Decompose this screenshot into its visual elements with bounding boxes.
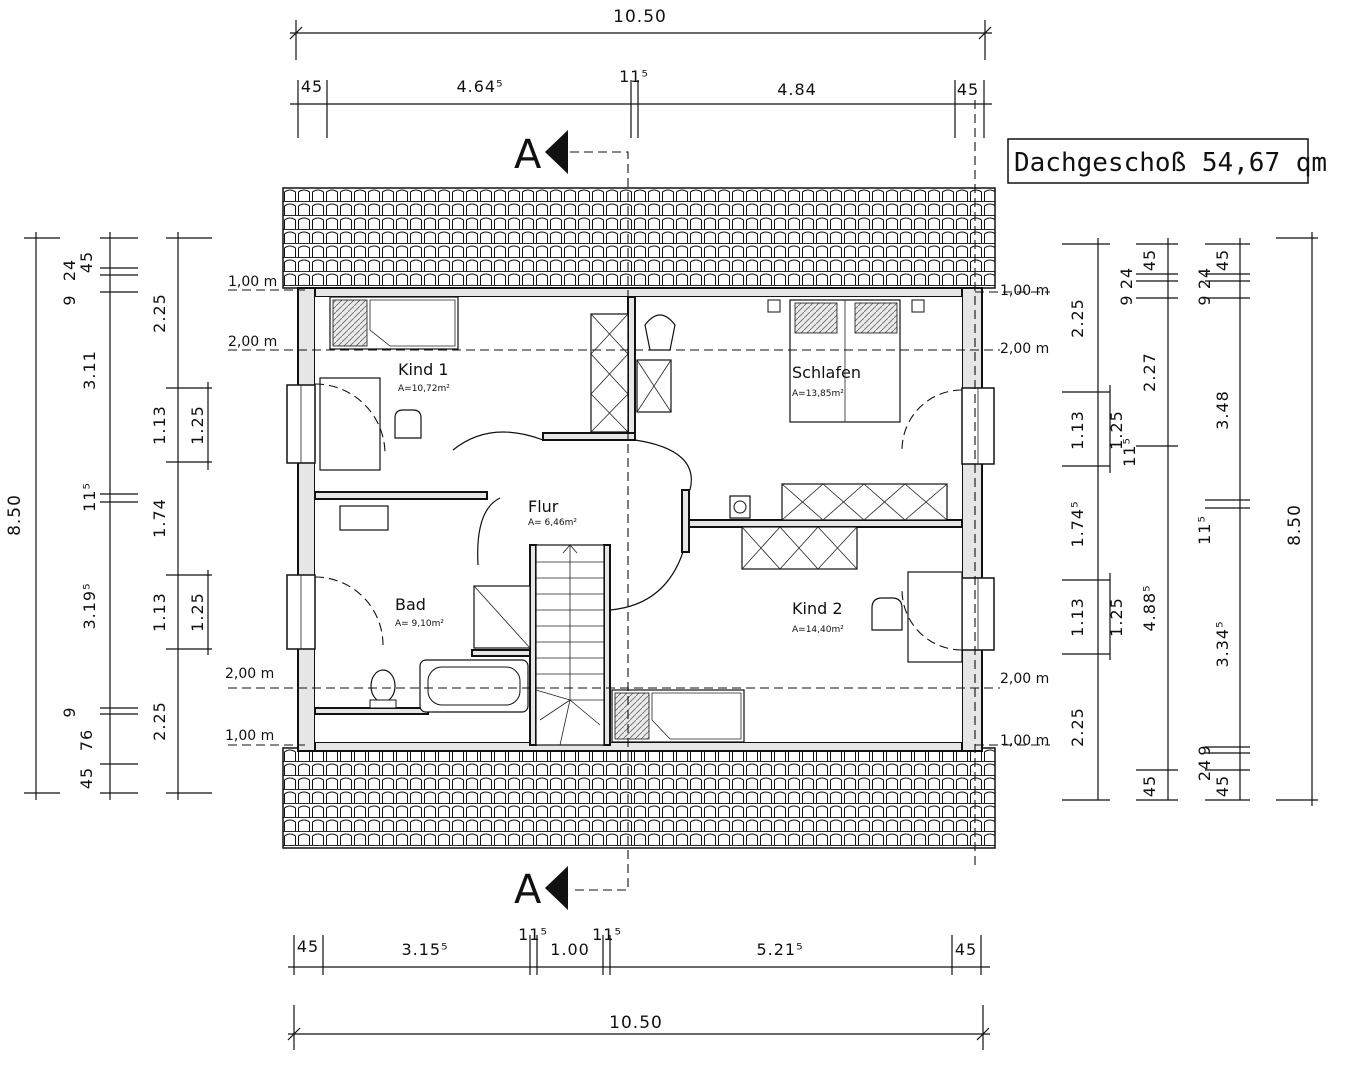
staircase: [535, 544, 605, 746]
dim-left-total: 8.50: [5, 494, 25, 536]
dim-left-col1: 11⁵: [80, 482, 99, 512]
dim-left-col3: 1.25: [188, 592, 207, 632]
dimension-bottom: 45 3.15⁵ 11⁵ 1.00 11⁵ 5.21⁵ 45 10.50: [287, 925, 990, 1050]
dim-right-col4: 45: [1213, 775, 1232, 797]
dim-bottom-part: 1.00: [550, 940, 590, 959]
room-labels: Kind 1 A=10,72m² Schlafen A=13,85m² Flur…: [395, 360, 861, 635]
dim-top-part: 4.64⁵: [456, 77, 503, 96]
dim-bottom-part: 3.15⁵: [401, 940, 448, 959]
room-area-flur: A= 6,46m²: [528, 518, 577, 528]
roof-tiles: [282, 187, 996, 849]
dimension-left: 8.50 45 9 24 3.11 11⁵ 3.19⁵ 9 76 45 2.25…: [5, 232, 212, 800]
dim-right-col4: 3.48: [1213, 390, 1232, 430]
room-area-kind1: A=10,72m²: [398, 384, 450, 394]
dim-left-col1: 24: [60, 259, 79, 281]
dim-right-col3: 45: [1140, 775, 1159, 797]
room-area-bad: A= 9,10m²: [395, 619, 444, 629]
dim-right-col4: 11⁵: [1195, 515, 1214, 545]
dimension-top: 10.50 45 4.64⁵ 11⁵ 4.84 45: [289, 7, 992, 138]
dim-right-col2: 11⁵: [1120, 437, 1139, 467]
dim-right-col4: 3.34⁵: [1213, 620, 1232, 667]
dim-right-total: 8.50: [1285, 504, 1305, 546]
dim-left-col2: 1.13: [150, 405, 169, 445]
room-name-bad: Bad: [395, 595, 426, 614]
level-label: 2,00 m: [228, 334, 277, 350]
level-label: 2,00 m: [1000, 341, 1049, 357]
dim-right-col2: 1.25: [1107, 410, 1126, 450]
section-label-top: A: [514, 132, 542, 178]
section-label-bottom: A: [514, 867, 542, 913]
dim-bottom-part: 5.21⁵: [756, 940, 803, 959]
dim-top-part: 45: [301, 77, 323, 96]
dim-left-col2: 2.25: [150, 293, 169, 333]
dim-left-col1: 45: [77, 767, 96, 789]
floor-title: Dachgeschoß 54,67 qm: [1014, 148, 1327, 178]
dim-left-col1: 45: [77, 251, 96, 273]
level-label: 1,00 m: [1000, 283, 1049, 299]
dim-right-col3: 24: [1117, 267, 1136, 289]
dim-bottom-total: 10.50: [609, 1013, 663, 1033]
dim-right-col1: 2.25: [1068, 298, 1087, 338]
dim-right-col4: 45: [1213, 249, 1232, 271]
dim-top-part: 4.84: [777, 80, 817, 99]
dim-left-col2: 1.74: [150, 498, 169, 538]
room-area-schlafen: A=13,85m²: [792, 389, 844, 399]
level-label: 1,00 m: [225, 728, 274, 744]
dim-right-col4: 9: [1195, 744, 1214, 755]
level-label: 2,00 m: [225, 666, 274, 682]
dimension-right: 2.25 1.13 1.74⁵ 1.13 2.25 1.25 11⁵ 1.25 …: [1062, 232, 1318, 806]
dim-right-col4: 24: [1195, 759, 1214, 781]
dim-right-col1: 1.13: [1068, 597, 1087, 637]
dim-bottom-part: 11⁵: [518, 925, 548, 944]
dim-right-col1: 1.74⁵: [1068, 500, 1087, 547]
level-label: 2,00 m: [1000, 671, 1049, 687]
level-label: 1,00 m: [228, 274, 277, 290]
dim-left-col1: 9: [60, 294, 79, 305]
level-lines: 1,00 m 2,00 m 2,00 m 1,00 m 1,00 m 2,00 …: [225, 274, 1050, 749]
dim-left-col1: 3.19⁵: [80, 582, 99, 629]
dim-right-col3: 2.27: [1140, 352, 1159, 392]
dim-right-col1: 1.13: [1068, 410, 1087, 450]
dim-left-col1: 76: [77, 729, 96, 751]
dim-right-col2: 1.25: [1107, 597, 1126, 637]
dim-left-col2: 1.13: [150, 592, 169, 632]
room-name-kind2: Kind 2: [792, 599, 843, 618]
dim-bottom-part: 45: [955, 940, 977, 959]
room-name-kind1: Kind 1: [398, 360, 449, 379]
title-box: Dachgeschoß 54,67 qm: [1007, 138, 1327, 184]
dim-right-col3: 45: [1140, 249, 1159, 271]
dim-left-col1: 9: [60, 706, 79, 717]
door-swings: [314, 383, 963, 651]
dim-top-part: 45: [957, 80, 979, 99]
dim-right-col4: 9: [1195, 294, 1214, 305]
dim-bottom-part: 11⁵: [592, 925, 622, 944]
section-line-a: A A: [514, 100, 976, 913]
dim-left-col3: 1.25: [188, 405, 207, 445]
room-name-flur: Flur: [528, 497, 559, 516]
dim-right-col1: 2.25: [1068, 707, 1087, 747]
dim-right-col3: 4.88⁵: [1140, 584, 1159, 631]
dim-right-col4: 24: [1195, 267, 1214, 289]
dim-left-col2: 2.25: [150, 701, 169, 741]
dim-right-col3: 9: [1117, 294, 1136, 305]
room-name-schlafen: Schlafen: [792, 363, 861, 382]
room-area-kind2: A=14,40m²: [792, 625, 844, 635]
dim-left-col1: 3.11: [80, 350, 99, 390]
dim-top-total: 10.50: [613, 7, 667, 27]
dim-bottom-part: 45: [297, 937, 319, 956]
dim-top-part: 11⁵: [619, 67, 649, 86]
level-label: 1,00 m: [1000, 733, 1049, 749]
